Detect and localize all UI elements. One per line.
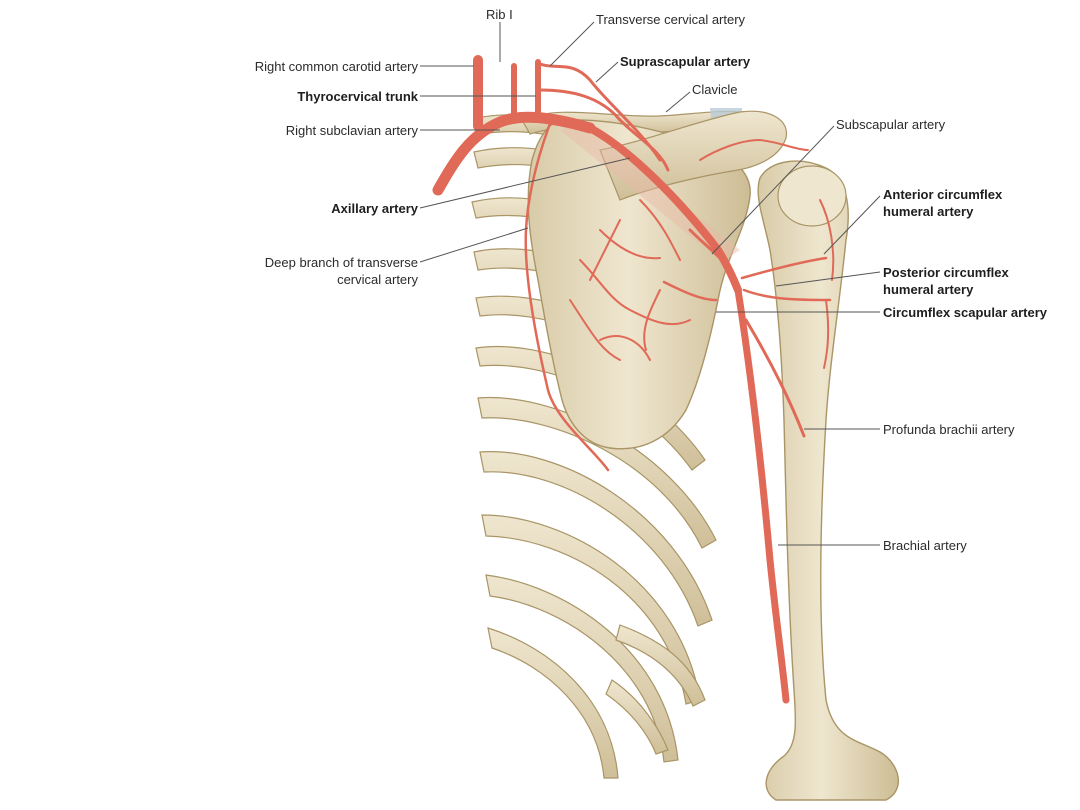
suprascapular-artery (538, 88, 670, 172)
deep-branch-transverse-cervical (524, 116, 610, 472)
label-thyrocervical-trunk: Thyrocervical trunk (297, 89, 418, 104)
arteries (432, 55, 835, 704)
label-deep-branch-transverse-cervical-line1: Deep branch of transverse (264, 255, 418, 270)
circumflex-scapular-artery (662, 280, 718, 302)
humerus (757, 160, 900, 801)
rib (487, 627, 619, 779)
label-transverse-cervical-artery: Transverse cervical artery (596, 12, 746, 27)
transverse-cervical-artery (538, 62, 662, 162)
acromion (599, 110, 788, 201)
rib (605, 679, 669, 755)
brachial-artery (734, 286, 790, 704)
label-circumflex-scapular-artery: Circumflex scapular artery (883, 305, 1048, 320)
label-profunda-brachii-artery: Profunda brachii artery (883, 422, 1015, 437)
label-posterior-circumflex-humeral-artery-line1: Posterior circumflex (883, 265, 1009, 280)
label-right-common-carotid-artery: Right common carotid artery (254, 59, 418, 74)
left-crop-mask (0, 0, 252, 810)
rib (479, 451, 713, 627)
anterior-circumflex-humeral-artery (740, 256, 828, 280)
profunda-brachii-artery (744, 318, 806, 438)
posterior-circumflex-humeral-artery (742, 288, 832, 302)
rib (485, 574, 679, 763)
axillary-artery (586, 124, 742, 294)
rib (615, 624, 706, 707)
label-anterior-circumflex-humeral-artery-line2: humeral artery (883, 204, 974, 219)
label-suprascapular-artery: Suprascapular artery (620, 54, 751, 69)
label-subscapular-artery: Subscapular artery (836, 117, 946, 132)
label-clavicle: Clavicle (692, 82, 738, 97)
label-right-subclavian-artery: Right subclavian artery (285, 123, 418, 138)
humeral-head (777, 165, 847, 227)
subscapular-artery (688, 228, 724, 262)
leader-lines (419, 21, 881, 546)
label-axillary-artery: Axillary artery (331, 201, 418, 216)
label-posterior-circumflex-humeral-artery-line2: humeral artery (883, 282, 974, 297)
label-deep-branch-transverse-cervical-line2: cervical artery (337, 272, 418, 287)
label-brachial-artery: Brachial artery (883, 538, 967, 553)
label-rib-i: Rib I (486, 7, 513, 22)
right-subclavian-artery (432, 111, 596, 196)
label-anterior-circumflex-humeral-artery-line1: Anterior circumflex (883, 187, 1003, 202)
